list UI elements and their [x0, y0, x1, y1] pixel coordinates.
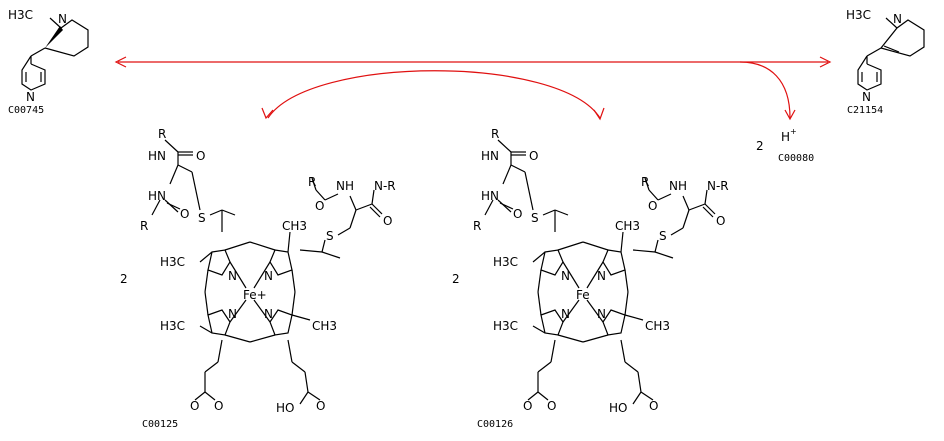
svg-text:O: O	[648, 199, 657, 213]
svg-text:S: S	[659, 229, 667, 243]
proton-arrowhead	[784, 109, 796, 121]
svg-text:HN: HN	[148, 149, 166, 163]
svg-text:N: N	[228, 307, 237, 321]
heme-arrowhead-left	[261, 107, 274, 120]
reaction-arrows	[114, 56, 832, 121]
svg-text:CH3: CH3	[282, 219, 307, 233]
svg-text:HN: HN	[481, 149, 499, 163]
svg-text:O: O	[180, 207, 189, 221]
svg-text:O: O	[214, 399, 223, 413]
svg-text:O: O	[383, 214, 392, 228]
c21154-pyrrolidine-n: N	[893, 12, 902, 26]
compound-id-C00080[interactable]: C00080	[778, 153, 814, 164]
compound-id-C00125[interactable]: C00125	[142, 419, 178, 430]
heme-arrowhead-right	[593, 107, 605, 121]
svg-text:HO: HO	[276, 401, 294, 415]
svg-text:N: N	[561, 307, 570, 321]
svg-text:S: S	[198, 211, 206, 225]
nicotine-bonds	[21, 17, 89, 91]
compound-C00125[interactable]: 2	[120, 127, 396, 430]
svg-text:N-R: N-R	[707, 179, 729, 193]
svg-text:O: O	[523, 399, 532, 413]
coefficient-C00080: 2	[756, 139, 764, 153]
svg-text:CH3: CH3	[312, 319, 337, 333]
svg-text:S: S	[531, 211, 539, 225]
compound-C00126[interactable]: 2 R HN O HN R O S R NH N-R O O S H3C CH3…	[452, 127, 729, 430]
iron-ferrous-label: Fe	[576, 288, 590, 302]
nicotine-pyrrolidine-n: N	[58, 12, 67, 26]
heme-atom-labels: R HN O HN R O S R NH N-R O O S H3C CH3 H…	[140, 127, 396, 415]
svg-text:H3C: H3C	[493, 319, 518, 333]
iron-ferric-label: Fe+	[243, 288, 267, 302]
heme-curved-arrow	[267, 70, 601, 119]
svg-text:O: O	[190, 399, 199, 413]
svg-text:O: O	[716, 214, 725, 228]
svg-text:NH: NH	[336, 179, 354, 193]
c00126-atom-labels: R HN O HN R O S R NH N-R O O S H3C CH3 H…	[473, 127, 729, 415]
svg-text:N: N	[228, 269, 237, 283]
svg-text:O: O	[529, 149, 538, 163]
svg-text:HO: HO	[609, 401, 627, 415]
svg-text:O: O	[196, 149, 205, 163]
svg-text:N: N	[561, 269, 570, 283]
compound-C00080[interactable]: 2 H + C00080	[756, 127, 814, 164]
svg-text:H3C: H3C	[160, 319, 185, 333]
compound-id-C00745[interactable]: C00745	[8, 105, 44, 116]
svg-text:N: N	[264, 269, 273, 283]
svg-text:R: R	[641, 175, 649, 189]
coefficient-C00125: 2	[120, 272, 128, 286]
svg-text:R: R	[158, 127, 166, 141]
compound-id-C21154[interactable]: C21154	[847, 105, 883, 116]
proton-symbol: H	[781, 130, 790, 144]
svg-text:NH: NH	[669, 179, 687, 193]
svg-text:HN: HN	[148, 189, 166, 203]
proton-charge: +	[790, 127, 797, 136]
svg-text:CH3: CH3	[615, 219, 640, 233]
left-arrowhead	[114, 56, 127, 68]
svg-text:O: O	[513, 207, 522, 221]
svg-text:R: R	[473, 219, 481, 233]
nicotine-pyridine-n: N	[26, 90, 35, 104]
svg-text:N-R: N-R	[374, 179, 396, 193]
svg-text:N: N	[597, 269, 606, 283]
svg-text:O: O	[649, 399, 658, 413]
svg-text:H3C: H3C	[160, 255, 185, 269]
svg-text:O: O	[315, 199, 324, 213]
svg-text:CH3: CH3	[645, 319, 670, 333]
svg-text:R: R	[308, 175, 316, 189]
compound-C00745[interactable]: H3C N N C00745	[8, 8, 89, 116]
svg-text:R: R	[491, 127, 499, 141]
right-arrowhead	[819, 56, 832, 68]
proton-curved-arrow	[739, 61, 791, 119]
svg-text:HN: HN	[481, 189, 499, 203]
svg-text:N: N	[597, 307, 606, 321]
c21154-bonds	[857, 17, 925, 91]
nicotine-methyl-label: H3C	[8, 8, 33, 22]
svg-text:O: O	[547, 399, 556, 413]
heme-c-structure	[151, 139, 383, 405]
c21154-methyl-label: H3C	[846, 8, 871, 22]
svg-text:H3C: H3C	[493, 255, 518, 269]
svg-text:S: S	[326, 229, 334, 243]
coefficient-C00126: 2	[452, 272, 460, 286]
svg-text:O: O	[316, 399, 325, 413]
compound-id-C00126[interactable]: C00126	[477, 419, 513, 430]
svg-text:N: N	[264, 307, 273, 321]
svg-text:R: R	[140, 219, 148, 233]
c21154-pyridine-n: N	[862, 90, 871, 104]
compound-C21154[interactable]: H3C N N C21154	[846, 8, 925, 116]
